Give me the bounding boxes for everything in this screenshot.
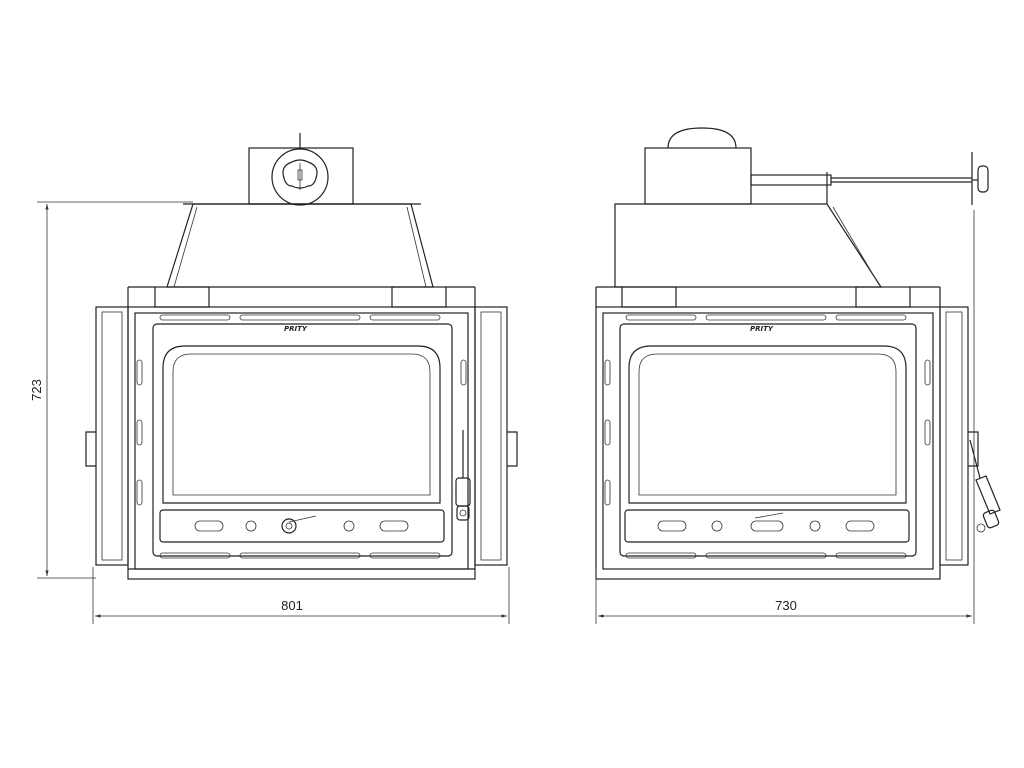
side-panel-side: [939, 306, 969, 566]
front-width-label: 801: [281, 598, 303, 613]
damper-handle-icon: [971, 152, 989, 205]
door-frame: [134, 312, 469, 570]
vent-slots-side-side: [604, 359, 931, 506]
air-control-bar: [159, 509, 445, 543]
door-side: [619, 323, 917, 557]
vent-slots-bottom-side: [625, 552, 907, 559]
hood-side: [614, 203, 883, 288]
glass-outer-side: [628, 345, 907, 504]
glass-pane: [172, 353, 431, 496]
flange-left-side: [621, 286, 677, 308]
door: [152, 323, 453, 557]
rivet-right: [343, 520, 355, 532]
chimney-dome: [667, 127, 737, 149]
vent-slots-side: [136, 359, 467, 506]
air-slot-right: [379, 520, 409, 532]
side-handle-side: [968, 431, 979, 467]
side-panel-right: [474, 306, 508, 566]
brand-logo-side: PRITY: [750, 325, 774, 333]
side-panel-left: [95, 306, 129, 566]
side-view: PRITY: [595, 127, 1001, 580]
brand-logo-front: PRITY: [284, 325, 308, 333]
air-control-bar-side: [624, 509, 910, 543]
dimension-width-side: [595, 210, 975, 624]
firebox-body: [127, 306, 476, 580]
dimension-width-front: [92, 567, 510, 624]
air-slot-left: [194, 520, 224, 532]
vent-slots-top: [159, 314, 441, 321]
height-label: 723: [29, 379, 44, 401]
flange-right: [391, 286, 447, 308]
side-width-label: 730: [775, 598, 797, 613]
flange-right-side: [855, 286, 911, 308]
side-handle-right: [507, 431, 518, 467]
chimney-box-side: [644, 147, 752, 205]
glass-outer: [162, 345, 441, 504]
damper-knob-icon: [271, 148, 329, 206]
front-view: PRITY: [85, 133, 518, 580]
door-handle-side-icon: [969, 439, 1001, 533]
vent-slots-top-side: [625, 314, 907, 321]
damper-sleeve: [750, 174, 832, 186]
air-regulator-knob-icon: [281, 515, 317, 534]
vent-slots-bottom: [159, 552, 441, 559]
hood: [166, 203, 434, 288]
glass-pane-side: [638, 353, 897, 496]
rivet-left: [245, 520, 257, 532]
chimney-box: [248, 147, 354, 205]
door-handle-icon: [455, 430, 471, 521]
side-handle-left: [85, 431, 96, 467]
dimension-height: [37, 201, 193, 579]
flange-left: [154, 286, 210, 308]
door-frame-side: [602, 312, 934, 570]
firebox-body-side: [595, 306, 941, 580]
